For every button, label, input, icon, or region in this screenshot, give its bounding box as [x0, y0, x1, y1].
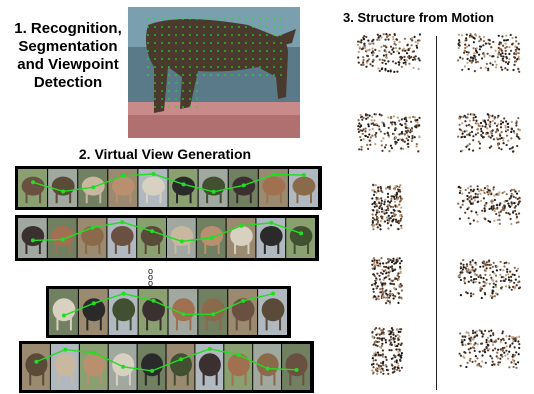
point-cloud — [371, 183, 404, 231]
view-strip-3 — [46, 286, 291, 338]
divider-line — [436, 36, 437, 390]
step1-line-3: and Viewpoint — [17, 56, 119, 73]
step1-line-1: 1. Recognition, — [14, 20, 122, 37]
step1-line-2: Segmentation — [18, 38, 118, 55]
step1-line-4: Detection — [33, 74, 103, 91]
point-cloud — [458, 329, 521, 369]
point-cloud — [457, 259, 522, 300]
point-cloud — [370, 327, 403, 375]
step2-title: 2. Virtual View Generation — [78, 146, 252, 162]
view-strip-2 — [15, 215, 319, 261]
point-cloud — [457, 185, 521, 226]
point-cloud — [357, 113, 421, 153]
view-strip-3-content — [49, 289, 287, 335]
segmented-cow-image — [128, 7, 300, 138]
point-cloud-grid — [356, 33, 522, 375]
point-cloud — [370, 257, 403, 305]
view-strip-4 — [19, 341, 314, 393]
green-dot-grid — [147, 18, 282, 108]
view-strip-4-content — [22, 344, 310, 390]
point-cloud — [457, 113, 521, 153]
point-cloud — [457, 33, 521, 73]
point-cloud — [356, 33, 421, 73]
step3-title: 3. Structure from Motion — [343, 10, 494, 25]
view-strip-2-content — [18, 218, 315, 258]
view-strip-1 — [15, 166, 322, 210]
view-strip-1-content — [18, 169, 318, 207]
step1-title: 1. Recognition, Segmentation and Viewpoi… — [6, 20, 130, 92]
